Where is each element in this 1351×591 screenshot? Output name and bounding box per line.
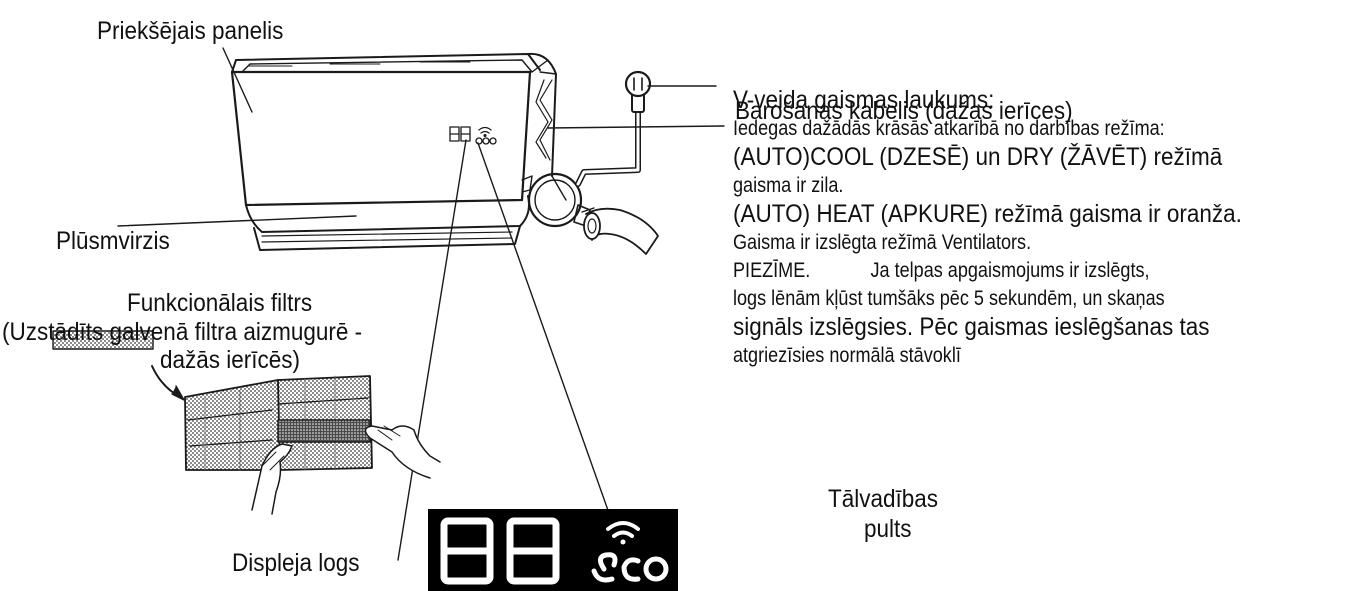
indoor-unit (230, 52, 567, 251)
hands (251, 425, 441, 515)
functional-filter-label: Funkcionālais filtrs (127, 289, 313, 317)
front-panel-label: Priekšējais panelis (97, 17, 284, 45)
unit-display-small (449, 126, 497, 145)
description-note: PIEZĪME. Ja telpas apgaismojums ir izslēg… (733, 257, 1266, 285)
airflow-louver-label: Plūsmvirzis (56, 227, 170, 255)
remote-control-label-line2: pults (864, 515, 912, 543)
functional-filter-note-line2: dažās ierīcēs) (160, 346, 301, 374)
digit-segment-2 (506, 517, 560, 585)
digit-segment-1 (440, 517, 494, 585)
description-line-3: gaisma ir zila. (733, 174, 844, 197)
description-line-5: Gaisma ir izslēgta režīmā Ventilators. (733, 231, 1032, 254)
main-filter-panel (184, 375, 373, 471)
description-line-2: (AUTO)COOL (DZESĒ) un DRY (ŽĀVĒT) režīmā (733, 143, 1223, 171)
drain-hose (583, 207, 659, 255)
note-text: Ja telpas apgaismojums ir izslēgts, (870, 259, 1150, 282)
wifi-icon (606, 521, 640, 545)
description-line-7: logs lēnām kļūst tumšāks pēc 5 sekundēm,… (733, 287, 1165, 310)
description-line-8: signāls izslēgsies. Pēc gaismas ieslēgša… (733, 313, 1210, 341)
description-line-1: Iedegas dažādās krāsās atkarībā no darbī… (733, 117, 1165, 140)
v-light-description: V-veida gaismas laukums: Iedegas dažādās… (733, 86, 1351, 370)
side-knob (527, 172, 595, 228)
note-label: PIEZĪME. (733, 259, 811, 282)
functional-filter-note-line1: (Uzstādīts galvenā filtra aizmugurē - (2, 318, 363, 346)
display-window-graphic (440, 517, 669, 585)
power-cable-label: Barošanas kabelis (dažas ierīces) (735, 97, 1073, 125)
functional-filter-strip (52, 330, 185, 401)
leader-lines (117, 47, 725, 561)
description-line-9: atgriezīsies normālā stāvoklī (733, 344, 961, 367)
power-cable-drawing (575, 70, 652, 187)
description-line-4: (AUTO) HEAT (APKURE) režīmā gaisma ir or… (733, 200, 1242, 228)
display-window-label: Displeja logs (232, 549, 360, 577)
v-light-title: V-veida gaismas laukums: (733, 86, 995, 114)
eco-icon (591, 552, 669, 583)
remote-control-label-line1: Tālvadības (828, 485, 939, 513)
